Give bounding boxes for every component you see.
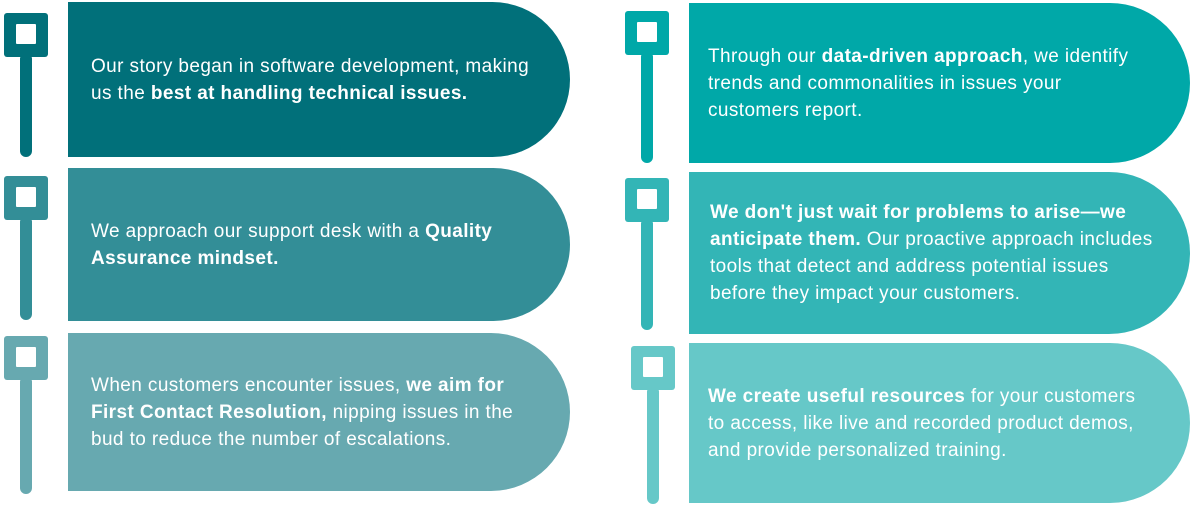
feature-text-3: When customers encounter issues, we aim …	[91, 374, 514, 450]
feature-text-6: We create useful resources for your cust…	[708, 385, 1136, 461]
feature-text-1: Our story began in software development,…	[91, 55, 530, 104]
feature-card-6: We create useful resources for your cust…	[689, 343, 1190, 503]
feature-card-5: We don't just wait for problems to arise…	[689, 172, 1190, 334]
feature-text-4: Through our data-driven approach, we ide…	[708, 45, 1129, 121]
feature-card-4: Through our data-driven approach, we ide…	[689, 3, 1190, 163]
feature-card-3: When customers encounter issues, we aim …	[68, 333, 570, 491]
feature-text-2: We approach our support desk with a Qual…	[91, 220, 493, 269]
feature-card-2: We approach our support desk with a Qual…	[68, 168, 570, 321]
feature-text-5: We don't just wait for problems to arise…	[710, 202, 1153, 304]
feature-card-1: Our story began in software development,…	[68, 2, 570, 157]
